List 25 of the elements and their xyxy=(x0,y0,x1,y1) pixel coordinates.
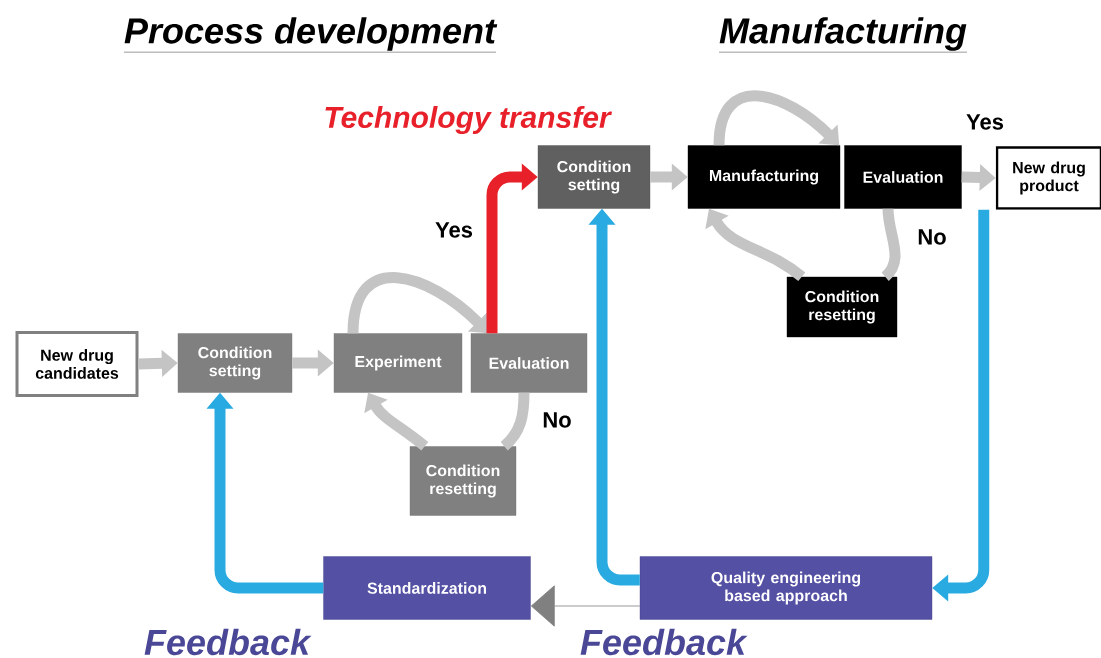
annotation: Technology transfer xyxy=(325,106,612,134)
process-box: Evaluation xyxy=(470,333,588,393)
heading: Manufacturing xyxy=(718,17,968,53)
process-box: Standardization xyxy=(323,556,531,620)
arrow xyxy=(347,272,489,334)
process-box: Condition setting xyxy=(177,333,293,393)
connector xyxy=(881,208,901,281)
process-box: Evaluation xyxy=(844,145,962,209)
annotation: Feedback xyxy=(144,628,312,656)
connector xyxy=(500,392,530,451)
process-box: Condition resetting xyxy=(409,446,517,516)
edge-label: Yes xyxy=(435,222,473,238)
start-box: New drug candidates xyxy=(15,331,139,397)
arrow xyxy=(530,585,641,627)
edge-label: No xyxy=(543,412,571,428)
heading: Process development xyxy=(123,17,498,53)
process-box: Experiment xyxy=(333,333,463,393)
process-box: Condition setting xyxy=(537,145,651,209)
process-box: Quality engineering based approach xyxy=(639,556,933,620)
edge-label: Yes xyxy=(966,114,1004,130)
end-box: New drug product xyxy=(995,146,1101,210)
annotation: Feedback xyxy=(580,628,748,656)
process-box: Manufacturing xyxy=(687,145,841,209)
process-box: Condition resetting xyxy=(786,276,898,338)
edge-label: No xyxy=(918,229,946,245)
